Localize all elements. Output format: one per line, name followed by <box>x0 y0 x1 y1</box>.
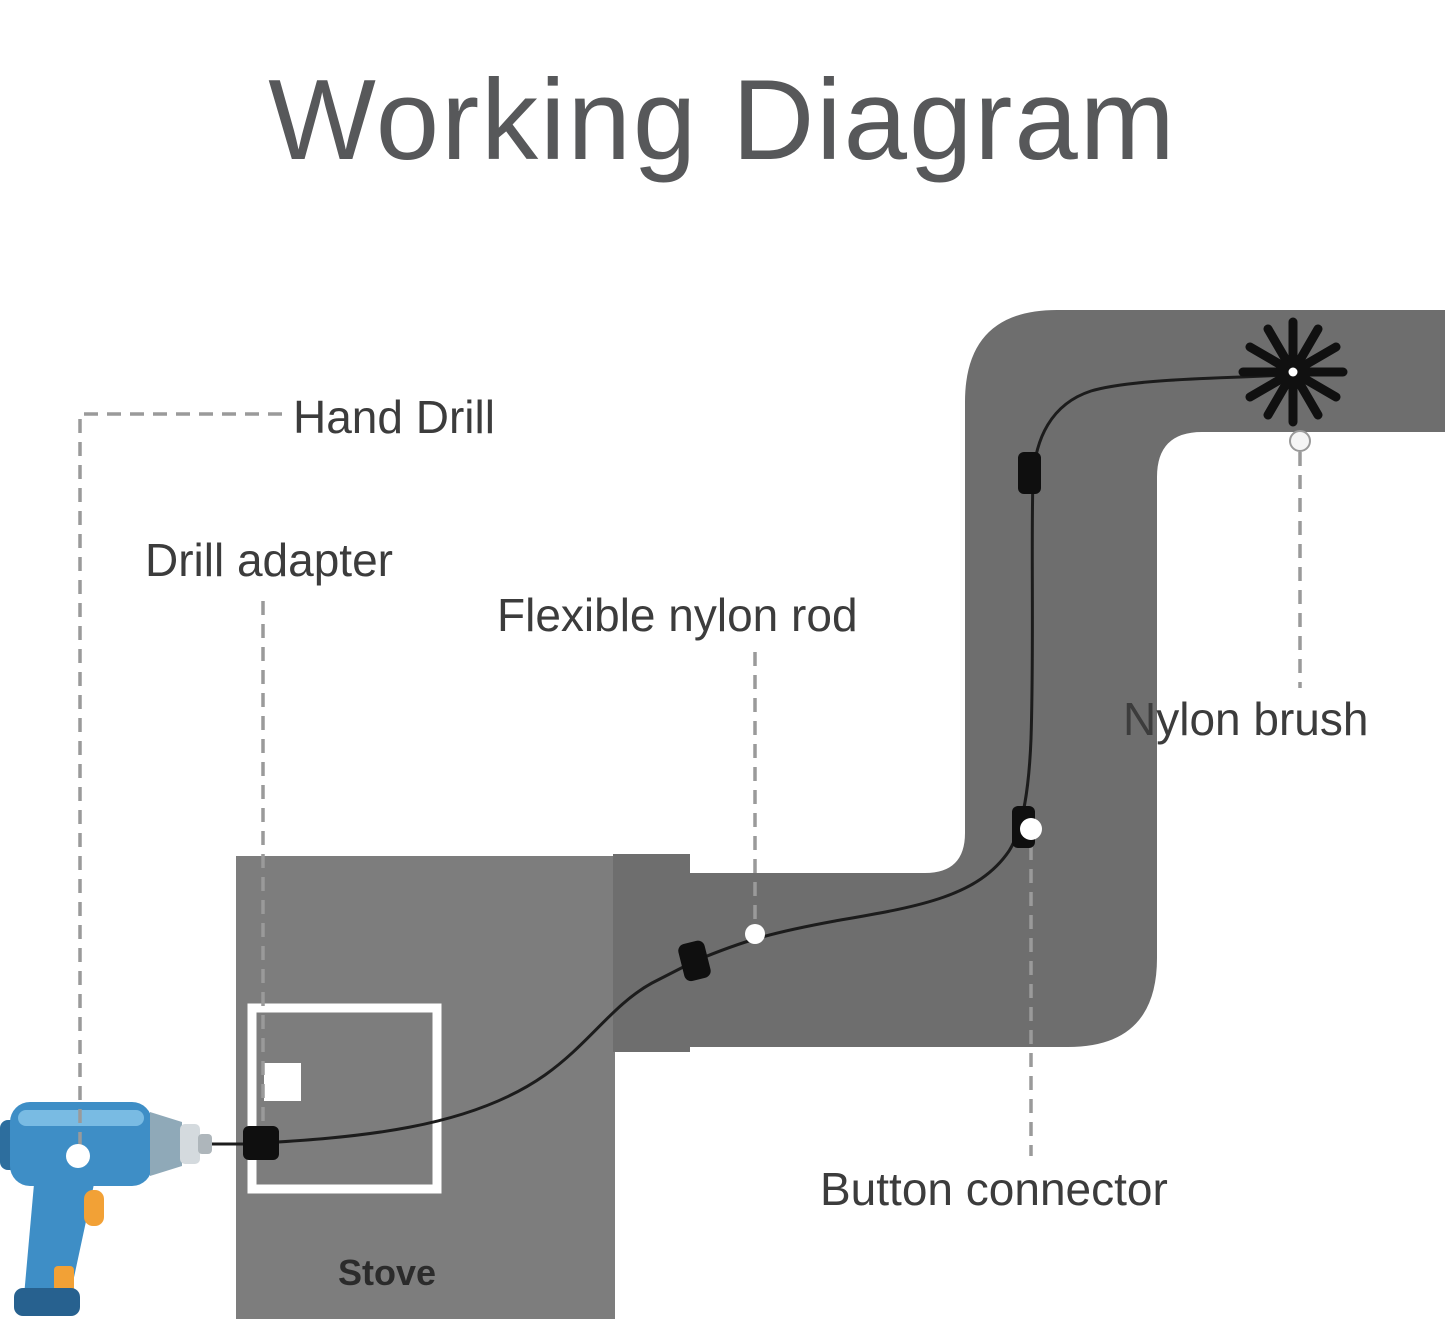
brush-bristles <box>1238 317 1348 427</box>
stove-door-window <box>264 1063 301 1101</box>
button-connector-marker-dot <box>1020 818 1042 840</box>
drill-battery-base <box>14 1288 80 1316</box>
stove-label: Stove <box>338 1252 437 1293</box>
drill-handle <box>24 1184 94 1296</box>
hand-drill-marker-dot <box>66 1144 90 1168</box>
stove-door-outline <box>247 1003 442 1194</box>
hand-drill-icon <box>0 1102 212 1316</box>
flexible-nylon-rod-label: Flexible nylon rod <box>497 589 858 641</box>
button-connector-2 <box>1018 452 1041 494</box>
drill-chuck-cone <box>150 1112 182 1176</box>
hand-drill-leader-line <box>78 412 282 1150</box>
leader-lines <box>78 412 1302 1156</box>
drill-bit-tip <box>198 1134 212 1154</box>
drill-trigger <box>84 1190 104 1226</box>
brush-hub-center <box>1288 367 1298 377</box>
drill-adapter <box>243 1126 279 1160</box>
page-title: Working Diagram <box>268 57 1177 184</box>
nylon-brush-label: Nylon brush <box>1123 693 1369 745</box>
nylon-brush-starburst-icon <box>1238 317 1348 427</box>
button-connector-1 <box>678 940 711 982</box>
hand-drill-label: Hand Drill <box>293 391 495 443</box>
drill-chuck <box>180 1124 200 1164</box>
button-connector-label: Button connector <box>820 1163 1168 1215</box>
flexible-nylon-rod <box>212 373 1289 1146</box>
nylon-rod-marker-dot <box>745 924 765 944</box>
drill-adapter-label: Drill adapter <box>145 534 393 586</box>
duct-pipe <box>688 310 1445 1047</box>
duct-flange <box>613 854 690 1052</box>
nylon-brush-marker-dot <box>1289 430 1311 452</box>
drill-handle-accent <box>54 1266 74 1294</box>
